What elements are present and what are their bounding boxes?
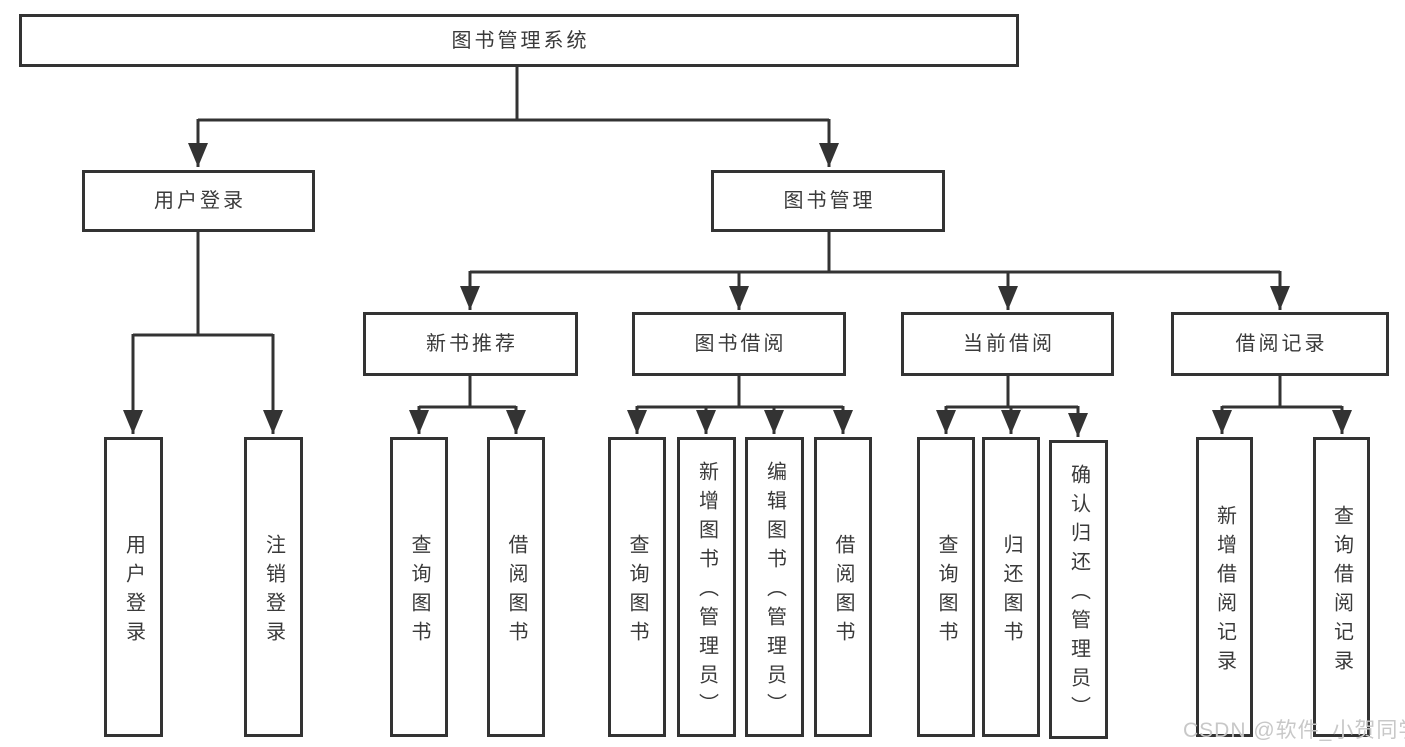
node-label: 确认归还（管理员） [1067,463,1090,725]
node-label: 用户登录 [154,190,246,212]
leaf-current-confirm-return-admin: 确认归还（管理员） [1049,440,1108,739]
leaf-borrow-query-books: 查询图书 [608,437,666,737]
node-label: 用户登录 [122,533,145,650]
node-label: 查询图书 [935,533,957,650]
leaf-borrow-add-books-admin: 新增图书（管理员） [677,437,736,737]
leaf-current-query-books: 查询图书 [917,437,975,737]
node-label: 注销登录 [262,533,285,650]
node-label: 查询图书 [408,533,430,650]
connector-root-to-level2 [188,67,839,167]
node-label: 归还图书 [1000,533,1022,650]
node-label: 借阅图书 [505,533,527,650]
leaf-current-return-books: 归还图书 [982,437,1040,737]
node-new-book-recommend: 新书推荐 [363,312,578,376]
leaf-borrow-borrow-books: 借阅图书 [814,437,872,737]
node-label: 图书管理 [783,190,876,212]
node-label: 借阅图书 [832,533,854,650]
leaf-borrow-edit-books-admin: 编辑图书（管理员） [745,437,804,737]
leaf-logout: 注销登录 [244,437,303,737]
csdn-watermark: CSDN @软件_小贺同学 [1183,719,1405,742]
node-borrow-records: 借阅记录 [1171,312,1389,376]
node-book-management: 图书管理 [711,170,945,232]
node-label: 当前借阅 [963,333,1055,355]
connector-user-login-to-leaves [123,231,283,434]
leaf-newbook-query-books: 查询图书 [390,437,448,737]
node-book-borrowing: 图书借阅 [632,312,846,376]
node-label: 新书推荐 [426,333,518,355]
node-root-library-system: 图书管理系统 [19,14,1019,67]
node-user-login: 用户登录 [82,170,315,232]
node-label: 查询图书 [626,533,648,650]
node-label: 新增图书（管理员） [695,461,718,722]
node-current-borrowing: 当前借阅 [901,312,1114,376]
connector-book-mgmt-to-level3 [460,231,1290,310]
leaf-user-login: 用户登录 [104,437,163,737]
node-label: 新增借阅记录 [1213,504,1236,679]
leaf-newbook-borrow-books: 借阅图书 [487,437,545,737]
connector-current-borrow-to-leaves [936,375,1088,437]
leaf-records-query-record: 查询借阅记录 [1313,437,1370,737]
node-label: 借阅记录 [1235,333,1328,355]
node-label: 编辑图书（管理员） [763,461,786,722]
connector-book-borrow-to-leaves [627,375,853,434]
connector-new-book-to-leaves [409,375,526,434]
node-label: 查询借阅记录 [1330,504,1353,679]
connector-borrow-records-to-leaves [1212,375,1352,434]
node-label: 图书借阅 [694,333,787,355]
node-label: 图书管理系统 [451,29,590,52]
leaf-records-add-record: 新增借阅记录 [1196,437,1253,737]
